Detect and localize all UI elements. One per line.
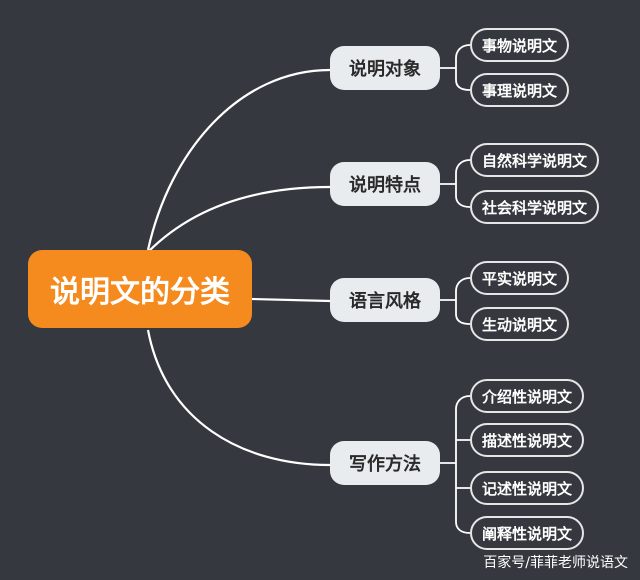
- branch-label: 说明特点: [349, 175, 421, 196]
- leaf-label: 记述性说明文: [482, 479, 573, 498]
- branch-shuomingtedian: 说明特点: [330, 162, 440, 206]
- leaf-label: 阐释性说明文: [482, 524, 573, 543]
- branch-label: 语言风格: [349, 291, 421, 312]
- connector-b3-leaves: [440, 277, 471, 325]
- connector-b4-leaves: [440, 395, 471, 534]
- leaf-label: 事理说明文: [482, 81, 558, 100]
- branch-label: 说明对象: [349, 59, 421, 80]
- leaf-jieshao: 介绍性说明文: [470, 379, 585, 413]
- leaf-label: 自然科学说明文: [482, 151, 588, 170]
- leaf-pingshi: 平实说明文: [470, 261, 570, 295]
- leaf-label: 描述性说明文: [482, 431, 573, 450]
- connector-root-to-xiezuofangfa: [146, 329, 331, 467]
- leaf-shiwu: 事物说明文: [470, 28, 570, 62]
- leaf-miaoshu: 描述性说明文: [470, 423, 585, 457]
- leaf-ziran: 自然科学说明文: [470, 143, 600, 177]
- branch-shuomingduixiang: 说明对象: [330, 46, 440, 90]
- leaf-label: 社会科学说明文: [482, 198, 588, 217]
- leaf-label: 生动说明文: [482, 315, 558, 334]
- branch-yuyanfengge: 语言风格: [330, 278, 440, 322]
- connector-root-to-shuomingtedian: [147, 185, 331, 253]
- branch-label: 写作方法: [349, 454, 421, 475]
- leaf-shehui: 社会科学说明文: [470, 190, 600, 224]
- leaf-shengdong: 生动说明文: [470, 307, 570, 341]
- connector-root-to-yuyanfengge: [251, 297, 331, 303]
- branch-xiezuofangfa: 写作方法: [330, 441, 440, 485]
- leaf-chanshi: 阐释性说明文: [470, 516, 585, 550]
- leaf-label: 事物说明文: [482, 36, 558, 55]
- watermark-text: 百家号/菲菲老师说语文: [483, 555, 628, 571]
- connector-b1-leaves: [440, 44, 471, 91]
- leaf-jishu: 记述性说明文: [470, 471, 585, 505]
- connector-b2-leaves: [440, 159, 471, 208]
- root-label: 说明文的分类: [50, 275, 230, 310]
- connector-root-to-shuomingduixiang: [146, 68, 331, 251]
- leaf-shili: 事理说明文: [470, 73, 570, 107]
- leaf-label: 平实说明文: [482, 269, 558, 288]
- leaf-label: 介绍性说明文: [482, 387, 573, 406]
- root-node: 说明文的分类: [28, 250, 252, 328]
